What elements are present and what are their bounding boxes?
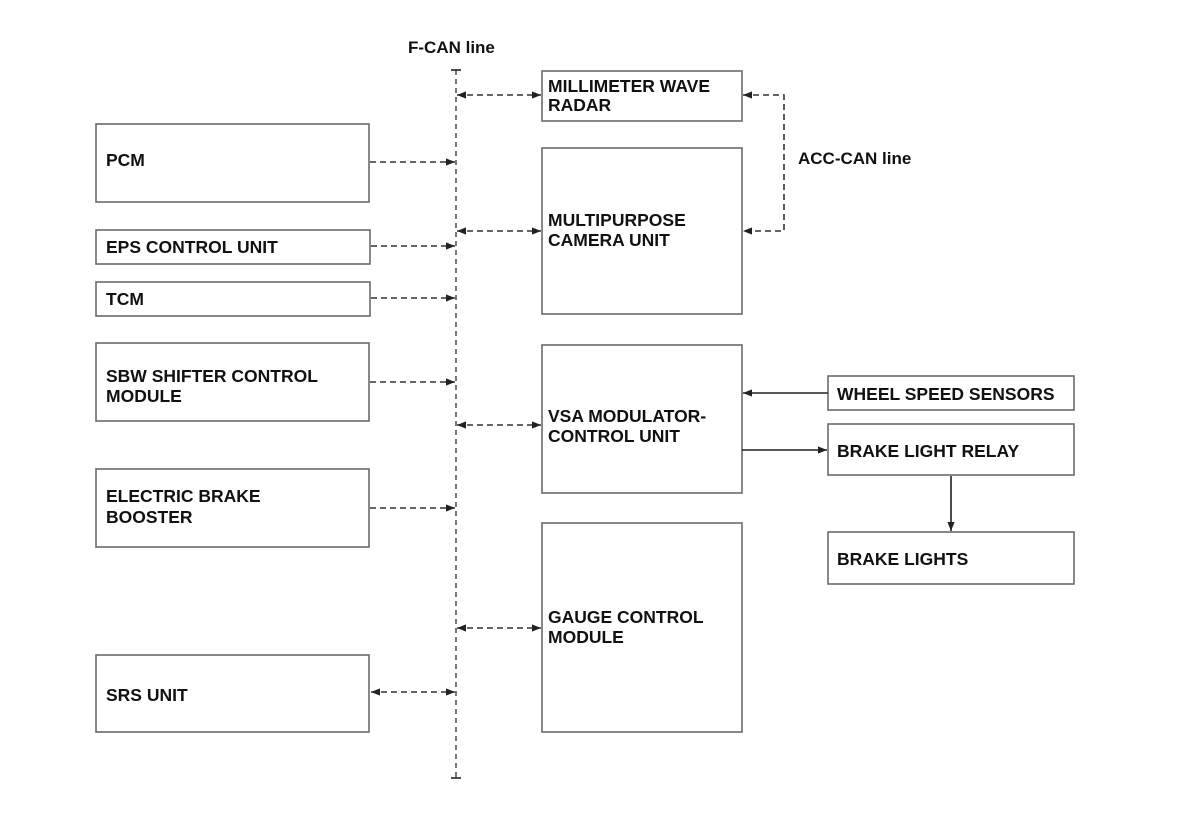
pcm-box: PCM xyxy=(95,123,370,203)
tcm-label-1: TCM xyxy=(106,289,144,309)
relay-label-1: BRAKE LIGHT RELAY xyxy=(837,441,1019,461)
brake-light-relay-box: BRAKE LIGHT RELAY xyxy=(827,423,1075,476)
eps-label-1: EPS CONTROL UNIT xyxy=(106,237,278,257)
ebb-label-2: BOOSTER xyxy=(106,507,193,527)
f-can-line-label: F-CAN line xyxy=(408,38,495,57)
vsa-label-2: CONTROL UNIT xyxy=(548,426,680,446)
wss-label-1: WHEEL SPEED SENSORS xyxy=(837,384,1055,404)
gauge-label-2: MODULE xyxy=(548,627,624,647)
vsa-modulator-box: VSA MODULATOR- CONTROL UNIT xyxy=(541,344,743,494)
electric-brake-booster-box: ELECTRIC BRAKE BOOSTER xyxy=(95,468,370,548)
gauge-label-1: GAUGE CONTROL xyxy=(548,607,704,627)
camera-label-1: MULTIPURPOSE xyxy=(548,210,686,230)
ebb-label-1: ELECTRIC BRAKE xyxy=(106,486,261,506)
pcm-label-1: PCM xyxy=(106,150,145,170)
lights-label-1: BRAKE LIGHTS xyxy=(837,549,968,569)
acc-can-line-label: ACC-CAN line xyxy=(798,149,911,168)
gauge-control-module-box: GAUGE CONTROL MODULE xyxy=(541,522,743,733)
acc-can-line xyxy=(743,91,785,235)
multipurpose-camera-box: MULTIPURPOSE CAMERA UNIT xyxy=(541,147,743,315)
sbw-label-1: SBW SHIFTER CONTROL xyxy=(106,366,318,386)
sbw-label-2: MODULE xyxy=(106,386,182,406)
millimeter-wave-radar-box: MILLIMETER WAVE RADAR xyxy=(541,70,743,122)
radar-label-1: MILLIMETER WAVE xyxy=(548,76,710,96)
sbw-shifter-box: SBW SHIFTER CONTROL MODULE xyxy=(95,342,370,422)
srs-label-1: SRS UNIT xyxy=(106,685,188,705)
wheel-speed-sensors-box: WHEEL SPEED SENSORS xyxy=(827,375,1075,411)
vsa-label-1: VSA MODULATOR- xyxy=(548,406,706,426)
srs-unit-box: SRS UNIT xyxy=(95,654,370,733)
tcm-box: TCM xyxy=(95,281,371,317)
eps-control-unit-box: EPS CONTROL UNIT xyxy=(95,229,371,265)
camera-label-2: CAMERA UNIT xyxy=(548,230,670,250)
brake-lights-box: BRAKE LIGHTS xyxy=(827,531,1075,585)
radar-label-2: RADAR xyxy=(548,95,612,115)
